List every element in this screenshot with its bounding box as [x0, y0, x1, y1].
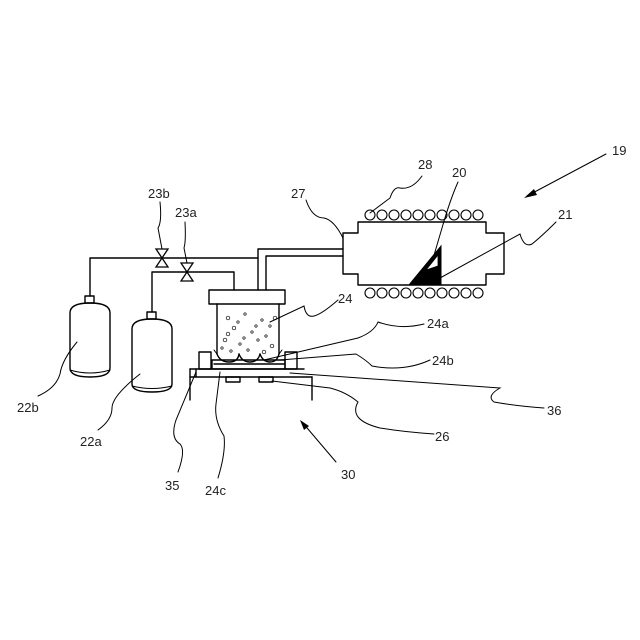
label-24b: 24b: [432, 353, 454, 368]
label-36: 36: [547, 403, 561, 418]
bubble: [230, 350, 232, 352]
bubble: [262, 350, 266, 354]
gas-cylinder-22b: [70, 296, 110, 377]
coil-turn: [413, 288, 423, 298]
label-22a: 22a: [80, 434, 102, 449]
coil-turn: [449, 288, 459, 298]
coil-turn: [389, 210, 399, 220]
label-20: 20: [452, 165, 466, 180]
gas-lines: [90, 249, 343, 312]
label-26: 26: [435, 429, 449, 444]
coil-turn: [461, 210, 471, 220]
bubble: [255, 325, 257, 327]
label-27: 27: [291, 186, 305, 201]
coil-turn: [401, 210, 411, 220]
bubbles: [221, 313, 277, 354]
bubble: [221, 347, 223, 349]
coil-turn: [389, 288, 399, 298]
coil-turn: [365, 288, 375, 298]
bubble: [226, 316, 230, 320]
bubble: [261, 319, 263, 321]
bubble: [247, 349, 249, 351]
coil-turn: [425, 288, 435, 298]
coil-turn: [401, 288, 411, 298]
gas-cylinder-22a: [132, 312, 172, 392]
label-23b: 23b: [148, 186, 170, 201]
label-24c: 24c: [205, 483, 226, 498]
label-30: 30: [341, 467, 355, 482]
coil-turn: [449, 210, 459, 220]
label-22b: 22b: [17, 400, 39, 415]
coil-turn: [437, 288, 447, 298]
bubble: [226, 332, 230, 336]
coil-turn: [365, 210, 375, 220]
substrate-holder: [409, 246, 441, 285]
leader-lines: [38, 154, 606, 478]
coil-turn: [425, 210, 435, 220]
bubble: [270, 344, 274, 348]
coil-turn: [461, 288, 471, 298]
bubble: [232, 326, 236, 330]
bubble: [257, 339, 259, 341]
coil-turn: [413, 210, 423, 220]
coil-turn: [473, 210, 483, 220]
label-35: 35: [165, 478, 179, 493]
coil-turn: [377, 288, 387, 298]
label-23a: 23a: [175, 205, 197, 220]
bubble: [265, 335, 267, 337]
bubble: [269, 325, 271, 327]
label-24: 24: [338, 291, 352, 306]
bubble: [223, 338, 227, 342]
label-19: 19: [612, 143, 626, 158]
label-24a: 24a: [427, 316, 449, 331]
bubble: [244, 313, 246, 315]
bubbler-container: [209, 290, 285, 364]
label-21: 21: [558, 207, 572, 222]
bubble: [237, 321, 239, 323]
coil-turn: [473, 288, 483, 298]
label-28: 28: [418, 157, 432, 172]
heater-coil-top: [365, 210, 483, 220]
heater-coil-bottom: [365, 288, 483, 298]
bubble: [243, 337, 245, 339]
coil-turn: [377, 210, 387, 220]
bubble: [251, 331, 253, 333]
bubble: [239, 343, 241, 345]
